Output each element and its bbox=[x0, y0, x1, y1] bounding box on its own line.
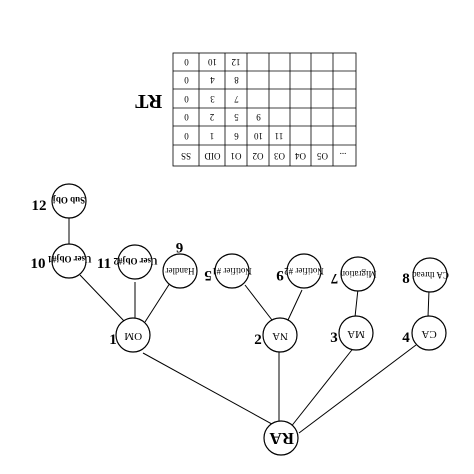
table-header-cell: O3 bbox=[274, 151, 285, 161]
node-label: MA bbox=[347, 328, 365, 340]
node-user-obj-1: User Obj#1 10 bbox=[31, 243, 92, 279]
table-cell: 11 bbox=[275, 131, 284, 141]
table-header-cell: O5 bbox=[317, 151, 328, 161]
node-number: 3 bbox=[330, 330, 338, 346]
node-handler: Handler 6 bbox=[162, 239, 198, 289]
table-header-cell: O4 bbox=[295, 151, 306, 161]
node-number: 11 bbox=[97, 256, 111, 272]
table-header-cell: ... bbox=[340, 146, 347, 156]
node-label: User Obj#2 bbox=[113, 256, 158, 266]
table-cell: 1 bbox=[210, 131, 215, 141]
table-cell: 8 bbox=[234, 75, 239, 85]
edge-na-notifier2 bbox=[287, 289, 303, 321]
table-header-cell: O1 bbox=[231, 151, 242, 161]
node-label: Notifier #2 bbox=[284, 266, 324, 276]
node-notifier-2: Notifier #2 9 bbox=[276, 253, 324, 289]
table-cell: 10 bbox=[254, 131, 264, 141]
table-border bbox=[172, 52, 357, 167]
table-header-cell: O2 bbox=[253, 151, 264, 161]
table-cell: 0 bbox=[184, 57, 189, 67]
node-label: Sub Obj bbox=[53, 195, 85, 205]
node-migration: Migration 7 bbox=[330, 256, 376, 292]
node-number: 8 bbox=[402, 271, 410, 287]
node-label: RA bbox=[269, 429, 294, 448]
node-number: 5 bbox=[204, 267, 212, 283]
node-number: 12 bbox=[32, 198, 47, 214]
node-number: 10 bbox=[31, 256, 46, 272]
table-header-cell: OID bbox=[204, 151, 220, 161]
routing-table: RT 0 10 12 0 4 8 0 3 7 0 2 5 9 0 1 6 bbox=[134, 52, 357, 167]
node-ra: RA bbox=[263, 420, 299, 456]
edge-na-notifier1 bbox=[244, 284, 273, 321]
table-cell: 10 bbox=[208, 57, 218, 67]
table-cell: 4 bbox=[210, 75, 215, 85]
node-number: 7 bbox=[330, 270, 338, 286]
node-label: CA bbox=[421, 328, 436, 340]
edge-ra-ma bbox=[289, 345, 356, 429]
table-title: RT bbox=[134, 90, 162, 112]
node-label: User Obj#1 bbox=[47, 254, 92, 264]
table-cell: 0 bbox=[184, 112, 189, 122]
table-cell: 7 bbox=[234, 94, 239, 104]
table-cell: 2 bbox=[210, 112, 215, 122]
node-label: CA thread bbox=[412, 270, 449, 280]
edge-ma-migration bbox=[354, 288, 359, 318]
edge-ra-ca bbox=[298, 344, 417, 434]
node-na: NA 2 bbox=[254, 317, 298, 353]
node-ca-thread: CA thread 8 bbox=[402, 257, 449, 293]
table-cell: 12 bbox=[232, 57, 241, 67]
edge-om-userobj1 bbox=[79, 274, 126, 323]
node-number: 1 bbox=[109, 332, 117, 348]
node-label: OM bbox=[124, 330, 142, 342]
edge-om-handler bbox=[144, 282, 171, 323]
node-ma: MA 3 bbox=[330, 315, 374, 351]
node-number: 2 bbox=[254, 332, 262, 348]
table-cell: 0 bbox=[184, 94, 189, 104]
node-ca: CA 4 bbox=[402, 315, 447, 351]
table-header-cell: SS bbox=[181, 151, 191, 161]
node-number: 4 bbox=[402, 330, 410, 346]
node-label: Migration bbox=[340, 269, 376, 279]
table-cell: 0 bbox=[184, 75, 189, 85]
table-cell: 9 bbox=[256, 112, 261, 122]
edge-ra-om bbox=[142, 352, 291, 435]
node-notifier-1: Notifier #1 5 bbox=[204, 253, 252, 289]
node-label: NA bbox=[272, 330, 288, 342]
tree-edges bbox=[68, 218, 430, 435]
node-number: 9 bbox=[276, 267, 284, 283]
node-om: OM 1 bbox=[109, 317, 151, 353]
table-cell: 3 bbox=[210, 94, 215, 104]
node-sub-obj: Sub Obj 12 bbox=[32, 183, 87, 219]
table-cell: 6 bbox=[234, 131, 239, 141]
table-cell: 0 bbox=[184, 131, 189, 141]
table-cell: 5 bbox=[234, 112, 239, 122]
node-label: Handler bbox=[166, 266, 195, 276]
node-label: Notifier #1 bbox=[212, 266, 252, 276]
edge-ca-thread bbox=[427, 289, 430, 318]
node-number: 6 bbox=[175, 239, 183, 255]
node-user-obj-2: User Obj#2 11 bbox=[97, 244, 158, 280]
